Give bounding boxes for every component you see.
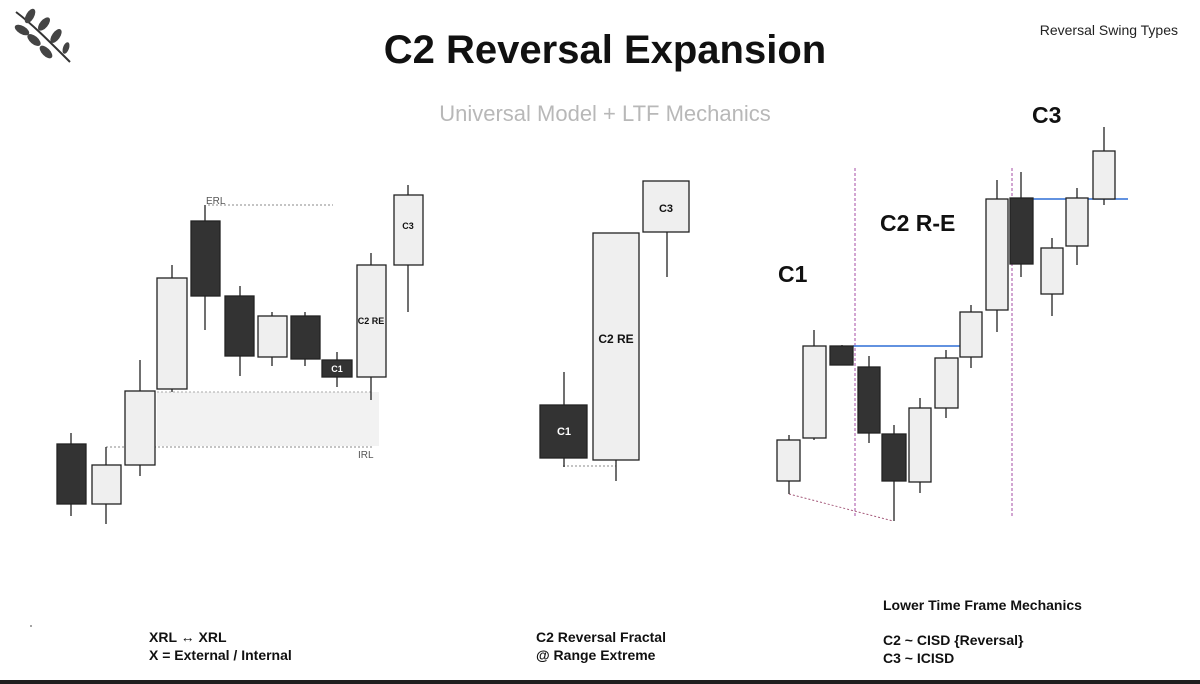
candle [857,356,881,443]
irl-zone [157,392,379,446]
bottom-bar [0,680,1200,684]
middle-caption-line2: @ Range Extreme [536,647,656,663]
candle [802,330,827,440]
candle [1065,188,1089,265]
c3-candle-label: C3 [659,203,673,215]
c2-candle-label: C2 RE [358,316,385,326]
candle [290,312,321,366]
middle-caption-line1: C2 Reversal Fractal [536,629,666,645]
corner-label: Reversal Swing Types [1039,22,1178,38]
right-caption: C2 ~ CISD {Reversal} C3 ~ ICISD [883,631,1023,667]
candle [881,425,907,521]
candle [1092,127,1116,205]
candle-c2 [356,253,387,400]
c1-candle-label: C1 [557,426,571,438]
middle-caption: C2 Reversal Fractal @ Range Extreme [536,628,666,664]
c3-label: C3 [1032,102,1061,128]
right-panel: C1 C2 R-E C3 [776,102,1128,522]
page-subtitle: Universal Model + LTF Mechanics [439,101,771,126]
right-caption-heading: Lower Time Frame Mechanics [883,597,1082,613]
candle-c3 [393,185,424,312]
candle [56,433,87,516]
candle [776,435,801,494]
stray-dot [30,625,32,627]
c2-label: C2 R-E [880,210,955,236]
candle [124,360,156,476]
candle [908,398,932,493]
candle [224,286,255,376]
left-panel: ERL IRL C1 C2 RE C3 [56,185,424,524]
right-caption-line1: C2 ~ CISD {Reversal} [883,632,1024,648]
candle [91,447,122,524]
c1-label: C1 [778,261,808,287]
candle [190,205,221,330]
candle-c3 [642,180,690,277]
page-title: C2 Reversal Expansion [383,28,827,72]
candle [959,305,983,368]
c2-candle-label: C2 RE [598,332,633,346]
irl-label: IRL [358,450,374,461]
candle [985,180,1009,332]
candle [829,345,854,366]
right-caption-line2: C3 ~ ICISD [883,650,955,666]
candle-c1 [321,352,353,387]
erl-label: ERL [206,196,226,207]
candle [934,350,959,418]
candle-c1 [539,372,588,467]
candle [156,265,188,392]
candle [1040,238,1064,316]
candle-c2 [592,232,640,481]
c1-candle-label: C1 [331,364,343,374]
c3-candle-label: C3 [402,221,414,231]
low-connector-line [788,493,894,522]
candle [257,312,288,366]
left-caption: XRL ↔ XRL X = External / Internal [149,628,292,664]
leaf-branch-logo [14,8,71,63]
left-caption-line2: X = External / Internal [149,647,292,663]
candle [1009,172,1034,277]
middle-panel: C1 C2 RE C3 [539,180,690,481]
left-caption-line1: XRL ↔ XRL [149,629,227,645]
